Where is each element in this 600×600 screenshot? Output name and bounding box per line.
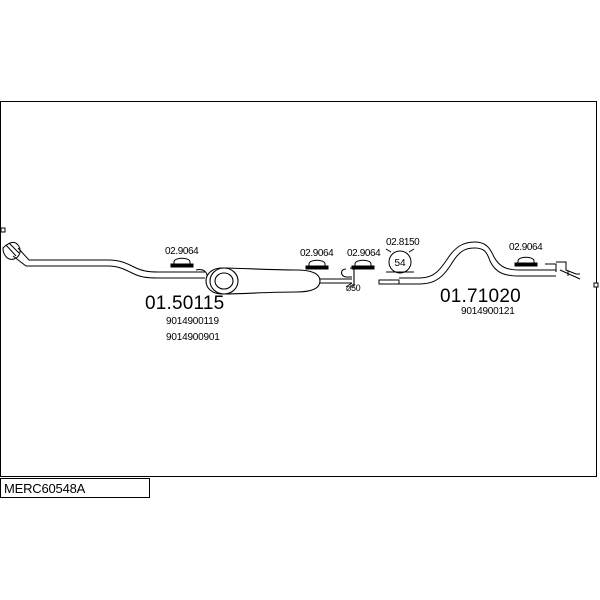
clamp-1-icon[interactable]	[170, 257, 194, 268]
clamp-5-icon[interactable]	[514, 256, 538, 267]
frame-ticks	[0, 227, 599, 288]
front-pipe-part-number: 01.50115	[145, 293, 225, 314]
front-pipe-oe-number-2: 9014900901	[166, 332, 220, 343]
drawing-frame	[0, 101, 597, 477]
clamp-2-icon[interactable]	[305, 259, 329, 270]
clamp-3-label: 02.9064	[347, 248, 381, 259]
diagram-code-box: MERC60548A	[0, 478, 150, 498]
rear-pipe-oe-number-1: 9014900121	[461, 306, 515, 317]
clamp-ring-label: 54	[394, 258, 406, 269]
clamp-5-label: 02.9064	[509, 242, 543, 253]
rear-pipe-part-number: 01.71020	[440, 286, 521, 307]
diagram-code: MERC60548A	[4, 481, 86, 496]
clamp-1-label: 02.9064	[165, 246, 199, 257]
rear-pipe[interactable]	[378, 241, 581, 285]
diameter-label: ⌀50	[346, 283, 361, 293]
clamp-ring-icon[interactable]: 54	[385, 248, 415, 274]
clamp-4-label: 02.8150	[386, 237, 420, 248]
front-pipe[interactable]	[2, 241, 208, 279]
clamp-3-icon[interactable]	[351, 259, 375, 270]
front-pipe-oe-number-1: 9014900119	[166, 316, 219, 327]
clamp-2-label: 02.9064	[300, 248, 334, 259]
diameter-marker	[345, 282, 353, 288]
silencer[interactable]	[205, 267, 355, 295]
